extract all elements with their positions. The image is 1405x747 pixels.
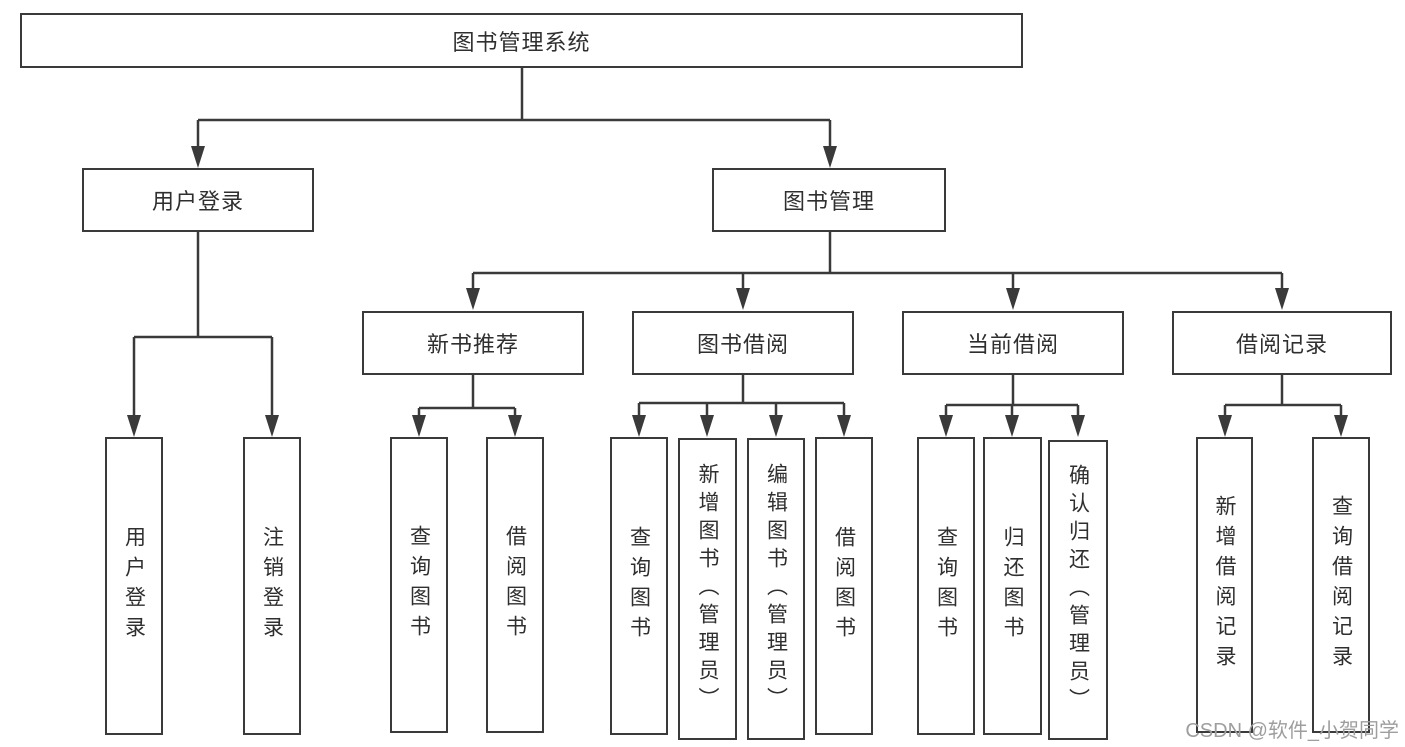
node-label: 当前借阅 bbox=[966, 332, 1059, 357]
node-label: 确认归还（管理员） bbox=[1066, 464, 1090, 716]
node-label: 图书管理 bbox=[782, 189, 875, 214]
leaf-borrow-books: 借阅图书 bbox=[815, 437, 873, 735]
leaf-logout: 注销登录 bbox=[243, 437, 301, 735]
node-library-system: 图书管理系统 bbox=[20, 13, 1023, 68]
node-user-login: 用户登录 bbox=[82, 168, 314, 232]
leaf-return-book: 归还图书 bbox=[983, 437, 1042, 735]
node-label: 编辑图书（管理员） bbox=[764, 463, 788, 715]
node-label: 查询图书 bbox=[934, 526, 958, 646]
node-label: 新书推荐 bbox=[426, 332, 519, 357]
node-label: 新增图书（管理员） bbox=[696, 463, 719, 715]
node-label: 查询图书 bbox=[407, 525, 431, 645]
leaf-query-books-current: 查询图书 bbox=[917, 437, 975, 735]
node-label: 图书借阅 bbox=[696, 332, 789, 357]
node-label: 用户登录 bbox=[151, 189, 244, 214]
node-book-management: 图书管理 bbox=[712, 168, 946, 232]
watermark-text: CSDN @软件_小贺同学 bbox=[1185, 720, 1399, 742]
leaf-query-borrow-record: 查询借阅记录 bbox=[1312, 437, 1370, 733]
node-label: 用户登录 bbox=[122, 526, 146, 646]
node-current-borrow: 当前借阅 bbox=[902, 311, 1124, 375]
node-new-book-recommend: 新书推荐 bbox=[362, 311, 584, 375]
leaf-borrow-books-recommend: 借阅图书 bbox=[486, 437, 544, 733]
leaf-edit-book-admin: 编辑图书（管理员） bbox=[747, 438, 805, 740]
leaf-add-book-admin: 新增图书（管理员） bbox=[678, 438, 737, 740]
node-label: 借阅图书 bbox=[832, 526, 856, 646]
leaf-confirm-return-admin: 确认归还（管理员） bbox=[1048, 440, 1108, 740]
node-book-borrow: 图书借阅 bbox=[632, 311, 854, 375]
node-label: 图书管理系统 bbox=[452, 29, 591, 55]
leaf-query-books-recommend: 查询图书 bbox=[390, 437, 448, 733]
node-label: 新增借阅记录 bbox=[1213, 495, 1236, 675]
node-label: 注销登录 bbox=[260, 526, 284, 646]
node-label: 借阅记录 bbox=[1235, 332, 1328, 357]
node-label: 查询借阅记录 bbox=[1329, 495, 1353, 675]
tree-edges bbox=[132, 68, 1343, 419]
node-label: 查询图书 bbox=[627, 526, 651, 646]
leaf-query-books-borrow: 查询图书 bbox=[610, 437, 668, 735]
leaf-user-login: 用户登录 bbox=[105, 437, 163, 735]
node-borrow-records: 借阅记录 bbox=[1172, 311, 1392, 375]
node-label: 借阅图书 bbox=[503, 525, 527, 645]
arrowheads bbox=[127, 146, 1348, 437]
leaf-add-borrow-record: 新增借阅记录 bbox=[1196, 437, 1253, 733]
node-label: 归还图书 bbox=[1001, 526, 1024, 646]
